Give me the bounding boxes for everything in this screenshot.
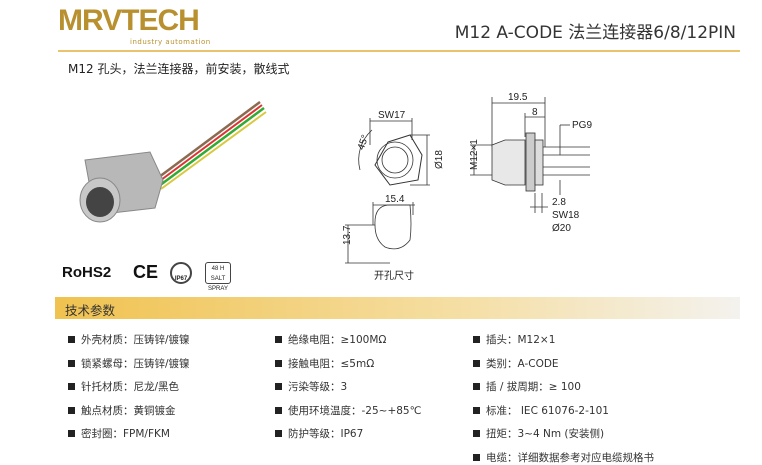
bullet-icon [473,430,480,437]
divider [58,50,740,52]
spec-text: 外壳材质：压铸锌/镀镍 [81,334,190,346]
spec-text: 接触电阻：≤5mΩ [288,357,375,370]
bullet-icon [68,359,75,367]
bullet-icon [275,383,282,390]
spec-item: 锁紧螺母：压铸锌/镀镍 [68,356,190,371]
product-subtitle: M12 孔头，法兰连接器，前安装，散线式 [68,62,290,76]
dim-height: 13.7 [342,225,353,245]
bullet-icon [473,359,480,367]
section-title: 技术参数 [65,303,116,318]
bullet-icon [473,336,480,343]
ip67-icon: IP67 [170,262,192,284]
bullet-icon [68,336,75,343]
spec-item: 外壳材质：压铸锌/镀镍 [68,332,190,347]
bullet-icon [275,430,282,437]
spec-text: 扭矩：3~4 Nm (安装侧) [486,428,605,440]
spec-item: 密封圈：FPM/FKM [68,426,170,441]
bullet-icon [473,453,480,461]
spec-text: 针托材质：尼龙/黑色 [81,381,180,393]
spec-item: 标准： IEC 61076-2-101 [473,403,609,418]
spec-text: 类别：A-CODE [486,357,559,370]
product-image [79,100,267,223]
spec-text: 插 / 拔周期：≥ 100 [486,381,581,393]
bullet-icon [473,406,480,414]
section-header: 技术参数 [55,297,740,319]
spec-text: 使用环境温度：-25~+85℃ [288,404,422,417]
spec-item: 触点材质：黄铜镀金 [68,403,176,418]
spec-item: 针托材质：尼龙/黑色 [68,379,179,394]
bullet-icon [275,359,282,367]
dim-m12: M12×1 [469,139,480,170]
dim-angle: 45° [356,134,372,152]
spec-text: 密封圈：FPM/FKM [81,428,170,440]
spec-item: 电缆：详细数据参考对应电缆规格书 [473,450,654,465]
bullet-icon [68,406,75,414]
bullet-icon [275,406,282,414]
ce-mark-icon: CE [133,262,159,282]
bullet-icon [275,336,282,343]
spec-item: 防护等级：IP67 [275,426,363,441]
spec-text: 标准： IEC 61076-2-101 [486,404,609,417]
salt-spray-icon: 48 H SALT SPRAY [205,262,231,292]
spec-item: 插 / 拔周期：≥ 100 [473,379,581,394]
spec-item: 使用环境温度：-25~+85℃ [275,403,421,418]
bullet-icon [68,430,75,437]
spec-text: 绝缘电阻：≥100MΩ [288,334,387,346]
spec-item: 接触电阻：≤5mΩ [275,356,374,371]
spec-text: 插头：M12×1 [486,334,556,346]
dim-pg9: PG9 [572,120,592,131]
bullet-icon [68,383,75,390]
page-title: M12 A-CODE 法兰连接器6/8/12PIN [454,23,736,43]
brand-logo: MRVTECH [58,4,200,37]
spec-item: 污染等级：3 [275,379,347,394]
spec-text: 触点材质：黄铜镀金 [81,404,176,417]
dim-sw17: SW17 [378,110,406,121]
brand-tagline: industry automation [130,38,211,46]
spec-item: 扭矩：3~4 Nm (安装侧) [473,426,604,441]
spec-item: 插头：M12×1 [473,332,555,347]
dim-2-8: 2.8 [552,197,566,208]
cutout-label: 开孔尺寸 [374,269,414,282]
dim-d20: Ø20 [552,223,571,234]
spec-item: 绝缘电阻：≥100MΩ [275,332,386,347]
rohs-icon: RoHS2 [62,264,112,281]
spec-text: 污染等级：3 [288,381,348,393]
spec-item: 类别：A-CODE [473,356,559,371]
bullet-icon [473,383,480,390]
spec-text: 防护等级：IP67 [288,428,364,440]
dimension-drawing: SW17 45° Ø18 15.4 13.7 开孔尺寸 19.5 8 PG9 M… [342,92,592,282]
dim-d18: Ø18 [434,150,445,169]
spec-text: 锁紧螺母：压铸锌/镀镍 [81,357,190,370]
spec-text: 电缆：详细数据参考对应电缆规格书 [486,451,654,464]
dim-sw18: SW18 [552,210,580,221]
dim-length: 19.5 [508,92,528,103]
dim-8: 8 [532,107,538,118]
dim-width: 15.4 [385,194,405,205]
